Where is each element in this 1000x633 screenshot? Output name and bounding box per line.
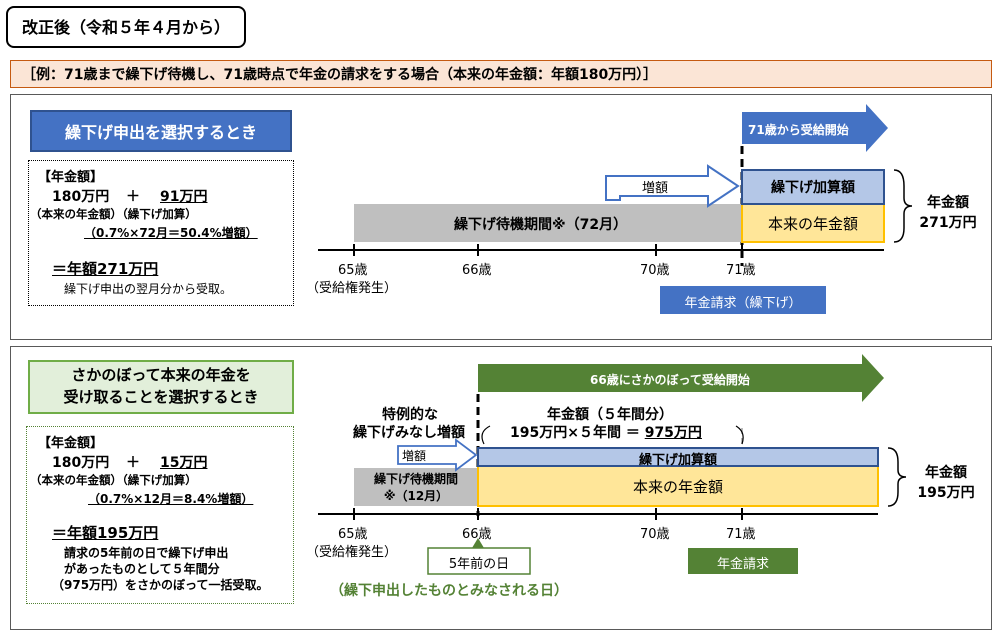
s2-claim-box	[688, 548, 798, 574]
s2-tick-sub: （受給権発生）	[306, 545, 398, 560]
s2-add-amount: 15万円	[160, 455, 208, 471]
s2-brace	[887, 447, 907, 507]
s1-waiting-bar	[354, 204, 742, 242]
s1-start-arrow	[742, 104, 888, 152]
s2-base-amount: 180万円	[52, 455, 110, 471]
s1-total-label-1: 年金額	[927, 195, 969, 211]
s1-tick-70: 70歳	[640, 263, 670, 278]
s2-total-label-1: 年金額	[925, 465, 967, 481]
s1-heading: 【年金額】	[38, 170, 104, 185]
section2-formula-box	[26, 426, 294, 604]
s2-five-year-1: 年金額（５年間分）	[547, 407, 673, 423]
s2-total-label-2: 195万円	[917, 485, 975, 501]
s2-heading: 【年金額】	[38, 436, 104, 451]
s1-kurisage-label: 繰下げ加算額	[771, 180, 855, 196]
s1-kurisage-bar	[741, 169, 885, 205]
s1-tick-65: 65歳	[338, 263, 368, 278]
header-box	[6, 6, 246, 48]
s1-increase-arrow	[605, 164, 740, 208]
s2-note2: があったものとして５年間分	[64, 562, 220, 576]
s2-total: ＝年額195万円	[52, 524, 159, 542]
s2-note1: 請求の5年前の日で繰下げ申出	[64, 546, 229, 560]
s2-five-year-bracket	[481, 425, 744, 445]
s2-deemed-note: （繰下申出したものとみなされる日）	[330, 583, 568, 599]
s2-five-year-2-value: 975万円	[644, 425, 702, 441]
s2-calc: （0.7%×12月＝8.4%増額）	[88, 492, 254, 506]
s2-increase-arrow	[397, 438, 478, 472]
s1-plus: ＋	[126, 189, 140, 205]
s1-total-label-2: 271万円	[919, 215, 977, 231]
s1-arrow-label: 71歳から受給開始	[748, 123, 849, 137]
s2-tick-70: 70歳	[640, 527, 670, 542]
section2-title-line1: さかのぼって本来の年金を	[71, 366, 251, 384]
s1-calc: （0.7%×72月＝50.4%増額）	[84, 226, 258, 240]
s1-honrai-label: 本来の年金額	[767, 215, 858, 233]
section1-title: 繰下げ申出を選択するとき	[64, 123, 257, 142]
s2-special-line2: 繰下げみなし増額	[353, 425, 465, 441]
example-banner: ［例：71歳まで繰下げ待機し、71歳時点で年金の請求をする場合（本来の年金額：年…	[22, 67, 658, 83]
s2-tick-71: 71歳	[726, 527, 756, 542]
s2-tick-66: 66歳	[462, 527, 492, 542]
s1-increase-label: 増額	[642, 181, 669, 196]
s1-brace	[893, 169, 913, 243]
s2-kurisage-label: 繰下げ加算額	[638, 453, 717, 468]
s1-add-amount: 91万円	[160, 189, 208, 205]
s2-five-year-2: 195万円×５年間 ＝ 975万円	[510, 422, 702, 442]
section2-title-box	[28, 360, 294, 414]
s2-note3: （975万円）をさかのぼって一括受取。	[52, 578, 269, 592]
section2-title-line2: 受け取ることを選択するとき	[63, 388, 259, 406]
s2-kurisage-bar	[477, 447, 879, 467]
s2-increase-label: 増額	[402, 449, 427, 463]
header-title: 改正後（令和５年４月から）	[22, 18, 231, 37]
s2-start-arrow	[478, 354, 884, 402]
section1-diagram	[318, 104, 913, 314]
s2-plus: ＋	[126, 455, 140, 471]
s1-claim-box	[660, 286, 826, 314]
s2-waiting-bar	[354, 468, 478, 506]
s2-tick-65: 65歳	[338, 527, 368, 542]
s1-tick-71: 71歳	[726, 263, 756, 278]
s1-labels: （本来の年金額）（繰下げ加算）	[30, 207, 197, 221]
s2-five-years-box	[427, 547, 531, 575]
s2-special-line1: 特例的な	[382, 407, 438, 423]
s2-waiting-line2: ※（12月）	[383, 489, 449, 503]
s2-five-year-2-prefix: 195万円×５年間 ＝	[510, 425, 645, 441]
s1-note: 繰下げ申出の翌月分から受取。	[64, 282, 233, 296]
s2-honrai-bar	[477, 465, 879, 507]
section2-frame	[10, 346, 992, 630]
s2-honrai-label: 本来の年金額	[632, 478, 723, 496]
s1-claim-label: 年金請求（繰下げ）	[684, 296, 802, 311]
s2-five-years-label: 5年前の日	[448, 557, 510, 572]
s2-waiting-line1: 繰下げ待機期間	[373, 472, 458, 486]
s2-claim-label: 年金請求	[716, 557, 769, 572]
section1-frame	[10, 94, 992, 340]
s2-arrow-label: 66歳にさかのぼって受給開始	[590, 373, 750, 387]
s1-tick-66: 66歳	[462, 263, 492, 278]
s1-base-amount: 180万円	[52, 189, 110, 205]
s2-labels: （本来の年金額）（繰下げ加算）	[30, 473, 197, 487]
section1-title-box	[30, 110, 292, 152]
s1-tick-sub: （受給権発生）	[306, 281, 398, 296]
s2-five-years-pointer	[472, 538, 484, 548]
section1-formula-box	[28, 160, 294, 306]
s1-total: ＝年額271万円	[52, 260, 159, 278]
example-banner-box	[10, 60, 992, 88]
s1-waiting-label: 繰下げ待機期間※（72月）	[454, 217, 628, 233]
s1-honrai-bar	[741, 203, 885, 243]
